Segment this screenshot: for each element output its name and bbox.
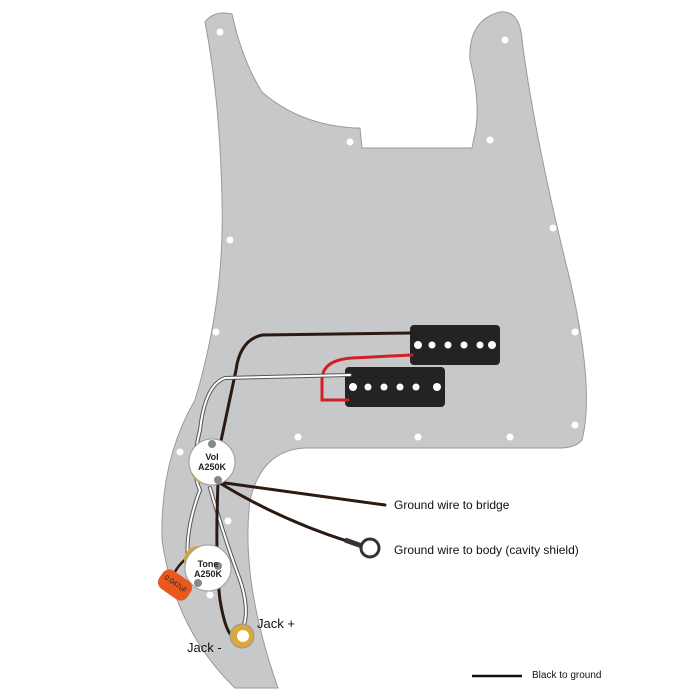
jack-plus-label: Jack + bbox=[257, 616, 295, 631]
pickguard bbox=[161, 11, 587, 689]
legend-black-to-ground: Black to ground bbox=[532, 670, 602, 681]
ground-bridge-label: Ground wire to bridge bbox=[394, 498, 510, 512]
capacitor bbox=[157, 569, 193, 601]
ground-lug-icon bbox=[344, 537, 381, 559]
output-jack-icon bbox=[229, 623, 255, 649]
pickup-upper bbox=[410, 325, 500, 365]
screw-holes bbox=[176, 28, 579, 599]
jack-minus-label: Jack - bbox=[187, 640, 222, 655]
ground-body-label: Ground wire to body (cavity shield) bbox=[394, 543, 579, 557]
vol-pot bbox=[188, 438, 236, 486]
pickup-lower bbox=[345, 367, 445, 407]
